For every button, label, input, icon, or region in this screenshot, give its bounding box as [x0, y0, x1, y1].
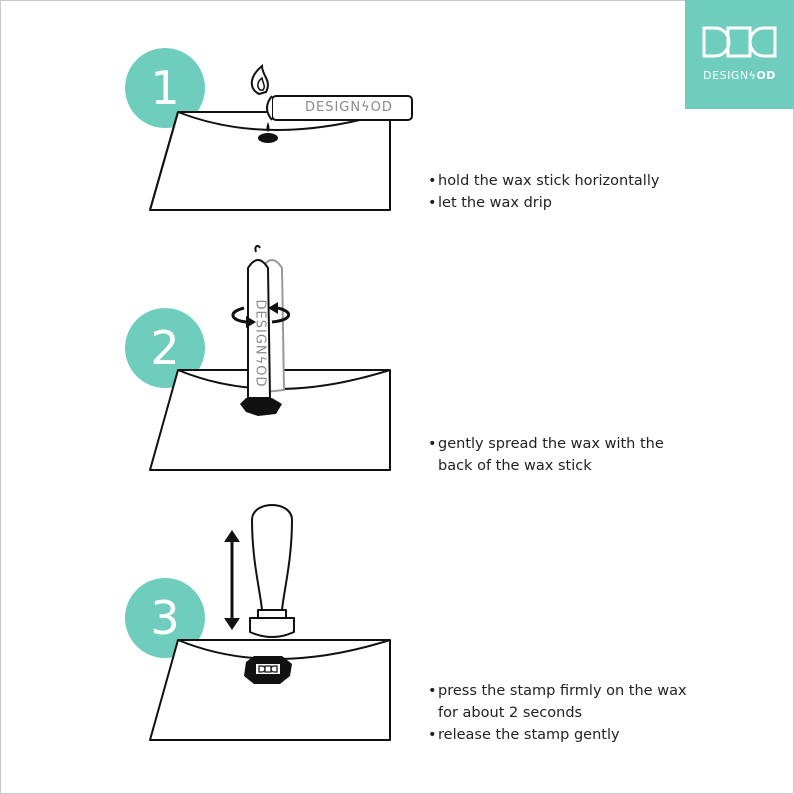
brand-logo: DESIGNϟOD	[685, 0, 794, 109]
step-3-line-1: •press the stamp firmly on the wax	[428, 683, 687, 699]
step-1-line-2: •let the wax drip	[428, 195, 552, 211]
stick-label-2: DESIGNϟOD	[252, 299, 268, 388]
step-1-instructions: •hold the wax stick horizontally •let th…	[428, 170, 659, 214]
logo-wordmark: DESIGNϟOD	[703, 69, 776, 82]
step-2-instructions: •gently spread the wax with the back of …	[428, 433, 664, 477]
step-3-number: 3	[150, 591, 180, 645]
step-2-circle: 2	[125, 308, 205, 388]
step-2-line-2: back of the wax stick	[438, 458, 592, 474]
step-3-circle: 3	[125, 578, 205, 658]
step-2-number: 2	[150, 321, 180, 375]
step-3-line-3: •release the stamp gently	[428, 727, 620, 743]
step-3-instructions: •press the stamp firmly on the wax for a…	[428, 680, 687, 746]
logo-mark-icon	[702, 26, 777, 58]
stick-label-1: DESIGNϟOD	[305, 100, 393, 115]
step-1-line-1: •hold the wax stick horizontally	[428, 173, 660, 189]
step-2-line-1: •gently spread the wax with the	[428, 436, 664, 452]
step-1-circle: 1	[125, 48, 205, 128]
step-1-number: 1	[150, 61, 180, 115]
step-3-line-2: for about 2 seconds	[438, 705, 583, 721]
